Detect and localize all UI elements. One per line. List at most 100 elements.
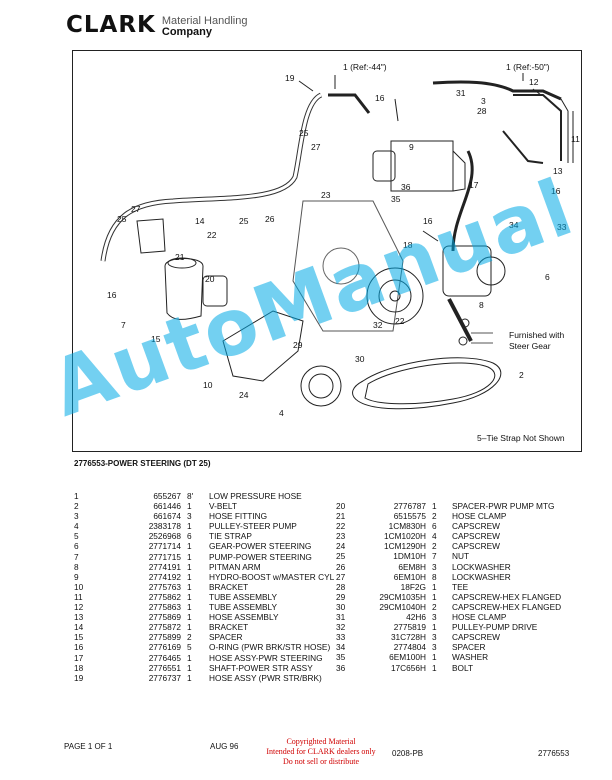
- callout: 21: [175, 252, 185, 262]
- copyright-line-2: Intended for CLARK dealers only: [266, 747, 376, 756]
- company-line-2: Company: [161, 26, 212, 38]
- part-number: 42H6: [406, 612, 426, 623]
- part-item-number: 34: [336, 642, 346, 653]
- callout: 28: [477, 106, 487, 116]
- callout: 2: [519, 370, 524, 380]
- callout: 20: [205, 274, 215, 284]
- part-description: TIE STRAP: [209, 531, 252, 542]
- copyright-line-1: Copyrighted Material: [286, 737, 356, 746]
- part-item-number: 35: [336, 652, 346, 663]
- part-number: 2383178: [148, 521, 181, 532]
- part-number: 2775763: [148, 581, 181, 592]
- part-number: 2775899: [148, 632, 181, 643]
- part-description: SPACER: [452, 642, 486, 653]
- part-item-number: 15: [74, 632, 84, 643]
- callout: 16: [423, 216, 433, 226]
- part-quantity: 1: [187, 571, 192, 582]
- footer-code: 0208-PB: [392, 749, 424, 758]
- part-number: 6EM100H: [389, 652, 426, 663]
- part-number: 2774804: [393, 642, 426, 653]
- part-number: 2526968: [148, 531, 181, 542]
- copyright-notice: Copyrighted Material Intended for CLARK …: [256, 737, 386, 767]
- part-number: 2776787: [393, 501, 426, 511]
- part-description: BRACKET: [209, 622, 249, 633]
- callout: 4: [279, 408, 284, 418]
- part-quantity: 1: [187, 501, 192, 512]
- part-number: 31C728H: [390, 632, 426, 643]
- callout: 18: [403, 240, 413, 250]
- part-quantity: 1: [187, 581, 192, 592]
- part-quantity: 1: [432, 662, 437, 673]
- part-item-number: 22: [336, 521, 346, 532]
- callout: 1 (Ref:-44"): [343, 62, 387, 72]
- part-number: 2774192: [148, 571, 181, 582]
- part-description: PULLEY-STEER PUMP: [209, 521, 297, 532]
- part-quantity: 1: [432, 581, 437, 592]
- exploded-diagram: 1 (Ref:-44") 1 (Ref:-50") 19 16 12 3 31 …: [72, 50, 582, 452]
- part-description: O-RING (PWR BRK/STR HOSE): [209, 642, 331, 653]
- callout: 25: [117, 214, 127, 224]
- callout: Furnished with: [509, 330, 565, 340]
- callout: 25: [239, 216, 249, 226]
- part-number: 2775819: [393, 622, 426, 633]
- part-number: 661674: [153, 511, 181, 522]
- tie-strap-note: 5–Tie Strap Not Shown: [477, 433, 565, 443]
- part-quantity: 2: [187, 632, 192, 643]
- part-number: 29CM1040H: [379, 601, 426, 612]
- part-item-number: 19: [74, 672, 84, 683]
- part-description: HYDRO-BOOST w/MASTER CYL: [209, 571, 335, 582]
- callout: 19: [285, 73, 295, 83]
- part-item-number: 29: [336, 591, 346, 602]
- callout: 7: [121, 320, 126, 330]
- part-quantity: 3: [432, 561, 437, 572]
- part-quantity: 1: [187, 602, 192, 613]
- part-number: 2775869: [148, 612, 181, 623]
- part-description: CAPSCREW: [452, 541, 500, 552]
- part-quantity: 4: [432, 531, 437, 542]
- part-number: 2776737: [148, 672, 181, 683]
- part-item-number: 26: [336, 561, 346, 572]
- callout: 13: [553, 166, 563, 176]
- callout: 11: [571, 134, 580, 144]
- part-item-number: 30: [336, 601, 346, 612]
- part-item-number: 32: [336, 622, 346, 633]
- callout: 31: [456, 88, 466, 98]
- diagram-drawing: [100, 73, 574, 410]
- part-description: HOSE ASSY (PWR STR/BRK): [209, 672, 322, 683]
- part-quantity: 3: [432, 632, 437, 643]
- part-quantity: 1: [187, 652, 192, 663]
- company-name: Material Handling Company: [162, 14, 248, 38]
- callout: 26: [265, 214, 275, 224]
- callout: 33: [557, 222, 567, 232]
- part-description: HOSE CLAMP: [452, 511, 507, 522]
- callout: 3: [481, 96, 486, 106]
- part-item-number: 36: [336, 662, 346, 673]
- part-item-number: 31: [336, 612, 346, 623]
- callout: 17: [469, 180, 479, 190]
- part-quantity: 7: [432, 551, 437, 562]
- part-description: NUT: [452, 551, 470, 562]
- part-quantity: 1: [187, 541, 192, 552]
- part-item-number: 11: [74, 591, 83, 602]
- part-item-number: 6: [74, 541, 79, 552]
- part-number: 6EM10H: [393, 571, 426, 582]
- callout: 36: [401, 182, 411, 192]
- part-number: 655267: [153, 491, 181, 501]
